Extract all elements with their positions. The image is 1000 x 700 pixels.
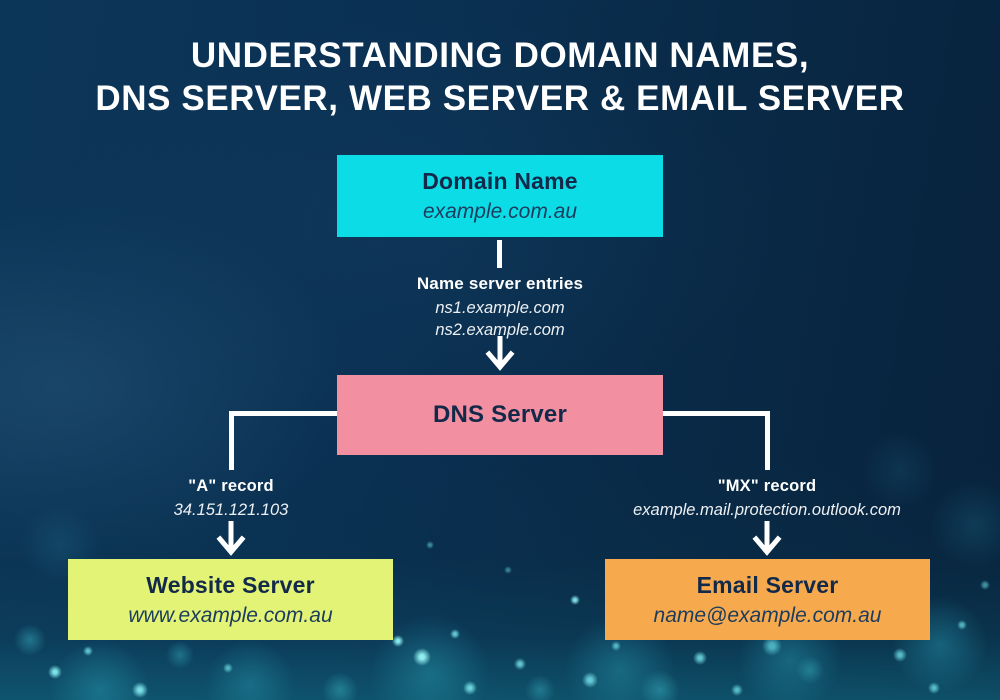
name-server-entries-label: Name server entries bbox=[416, 274, 584, 293]
mx-record-value: example.mail.protection.outlook.com bbox=[633, 501, 901, 519]
page-title: UNDERSTANDING DOMAIN NAMES, DNS SERVER, … bbox=[0, 34, 1000, 121]
a-record-label: "A" record bbox=[188, 477, 274, 495]
dns-server-label: DNS Server bbox=[432, 401, 568, 428]
diagram-node-website-server: Website Server www.example.com.au bbox=[68, 559, 393, 640]
arrow-down-to-dns-icon bbox=[485, 336, 515, 371]
a-record-value: 34.151.121.103 bbox=[173, 501, 289, 519]
diagram-node-email-server: Email Server name@example.com.au bbox=[605, 559, 930, 640]
edge-label-mx-record: "MX" record example.mail.protection.outl… bbox=[587, 477, 947, 521]
edge-label-name-server-entries: Name server entries ns1.example.com ns2.… bbox=[350, 274, 650, 341]
connector-dns-right-horizontal bbox=[663, 411, 770, 416]
mx-record-label: "MX" record bbox=[717, 477, 817, 495]
edge-label-a-record: "A" record 34.151.121.103 bbox=[81, 477, 381, 521]
connector-dns-right-vertical bbox=[765, 411, 770, 470]
page-title-line2: DNS SERVER, WEB SERVER & EMAIL SERVER bbox=[95, 79, 905, 119]
domain-name-value: example.com.au bbox=[422, 200, 578, 223]
arrow-down-to-email-icon bbox=[752, 521, 782, 556]
connector-dns-left-horizontal bbox=[229, 411, 337, 416]
website-server-label: Website Server bbox=[146, 571, 315, 598]
email-server-label: Email Server bbox=[696, 571, 839, 598]
arrow-down-to-website-icon bbox=[216, 521, 246, 556]
ns1-entry: ns1.example.com bbox=[435, 299, 565, 317]
connector-dns-left-vertical bbox=[229, 411, 234, 470]
ns2-entry: ns2.example.com bbox=[435, 321, 565, 340]
page-title-line1: UNDERSTANDING DOMAIN NAMES, bbox=[190, 36, 810, 75]
domain-name-label: Domain Name bbox=[422, 168, 578, 194]
website-server-value: www.example.com.au bbox=[128, 603, 333, 627]
email-server-value: name@example.com.au bbox=[653, 603, 882, 627]
diagram-node-domain-name: Domain Name example.com.au bbox=[337, 155, 663, 237]
diagram-node-dns-server: DNS Server bbox=[337, 375, 663, 455]
connector-domain-to-dns-segment bbox=[497, 240, 502, 268]
